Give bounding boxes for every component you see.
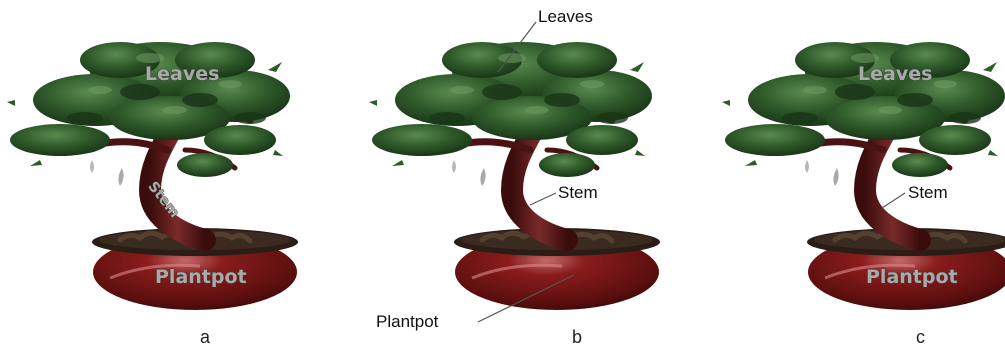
stem-label-c: Stem <box>908 183 948 202</box>
plantpot-label-b: Plantpot <box>376 312 439 331</box>
stem-leader-b <box>530 193 556 205</box>
plantpot-label-c: Plantpot <box>866 266 958 288</box>
panel-b: Leaves Stem Plantpot b <box>369 7 660 347</box>
leaves-label-a: Leaves <box>145 63 219 85</box>
leaves-label-b: Leaves <box>538 7 593 26</box>
panel-letter-c: c <box>916 327 925 347</box>
plantpot-label-a: Plantpot <box>155 266 247 288</box>
leaves-label-c: Leaves <box>858 63 932 85</box>
stem-leader-c <box>882 193 905 208</box>
bonsai-tree-b <box>369 42 660 310</box>
panel-c: Leaves Stem Plantpot c <box>722 42 1005 347</box>
panel-letter-a: a <box>200 327 211 347</box>
panel-a: Leaves Stem Plantpot a <box>7 42 298 347</box>
panel-letter-b: b <box>572 327 582 347</box>
stem-label-b: Stem <box>558 183 598 202</box>
